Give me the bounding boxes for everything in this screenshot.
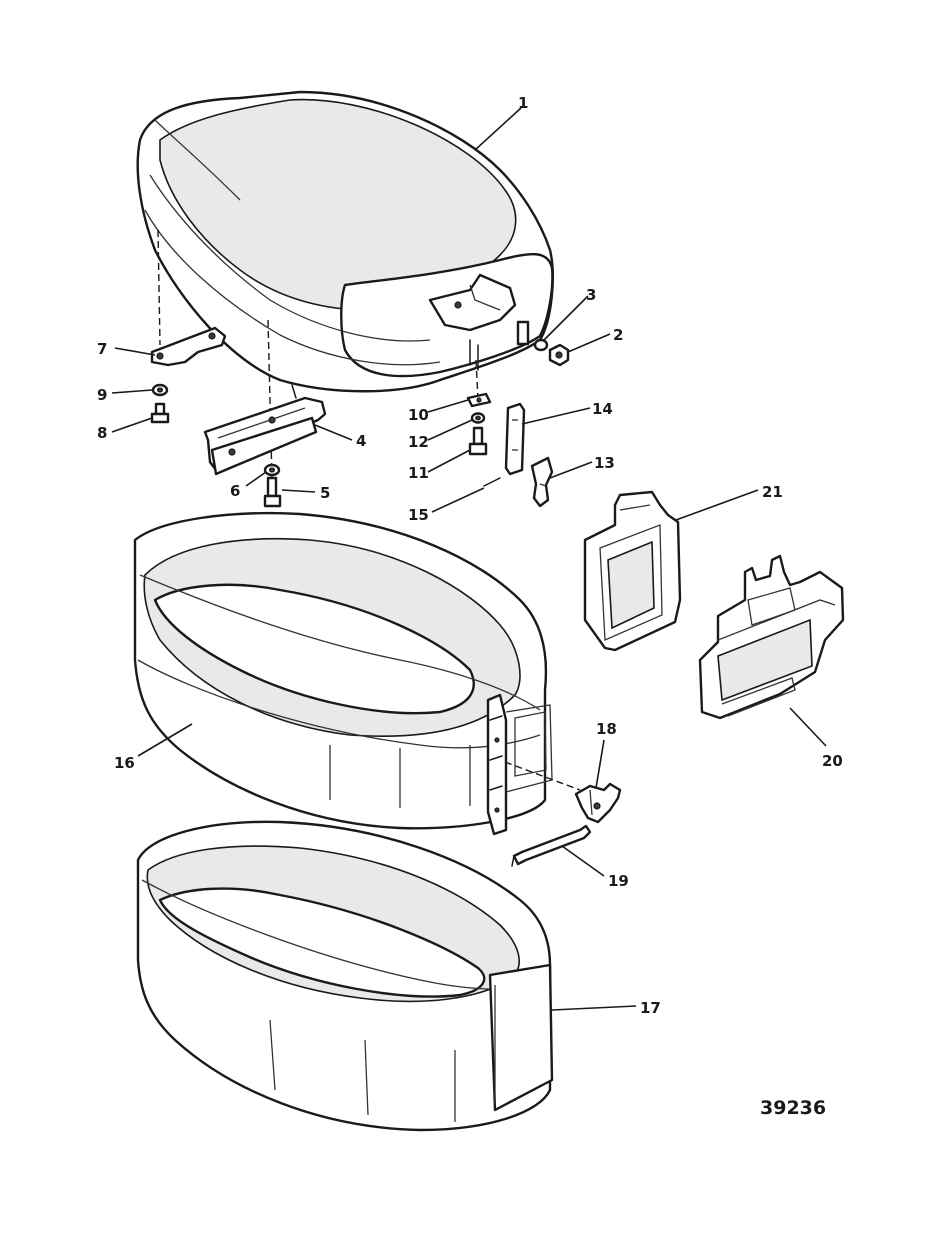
leader-21 bbox=[675, 489, 759, 521]
screw-5 bbox=[263, 476, 282, 508]
washer-6 bbox=[263, 463, 281, 477]
leader-20 bbox=[789, 707, 827, 747]
bracket-7 bbox=[150, 326, 227, 367]
leader-11 bbox=[427, 449, 471, 473]
leader-13 bbox=[549, 461, 593, 479]
callout-6: 6 bbox=[230, 482, 240, 500]
leader-7 bbox=[114, 347, 156, 356]
leader-8 bbox=[111, 417, 153, 433]
lower-chaps-17 bbox=[136, 820, 554, 1132]
callout-15: 15 bbox=[408, 506, 429, 524]
callout-8: 8 bbox=[97, 424, 107, 442]
leader-15 bbox=[431, 487, 485, 513]
callout-10: 10 bbox=[408, 406, 429, 424]
upper-chaps-16 bbox=[133, 511, 553, 836]
callout-11: 11 bbox=[408, 464, 429, 482]
pin-19 bbox=[511, 824, 592, 867]
washer-12 bbox=[470, 412, 486, 424]
pin-15 bbox=[483, 477, 501, 487]
leader-1 bbox=[474, 107, 522, 151]
screw-8 bbox=[150, 402, 170, 424]
leader-lines bbox=[111, 107, 827, 1011]
leader-2 bbox=[567, 333, 611, 353]
leader-3 bbox=[543, 295, 589, 341]
callout-16: 16 bbox=[114, 754, 135, 772]
callout-19: 19 bbox=[608, 872, 629, 890]
latch-rod-14 bbox=[504, 402, 526, 476]
latch-lever-13 bbox=[530, 456, 554, 508]
leader-16 bbox=[137, 723, 193, 757]
leader-10 bbox=[427, 399, 469, 413]
washer-3 bbox=[533, 338, 549, 352]
nut-2 bbox=[548, 343, 570, 367]
washer-9 bbox=[151, 383, 169, 397]
hinge-bracket-4 bbox=[203, 384, 327, 476]
callout-4: 4 bbox=[356, 432, 366, 450]
callout-13: 13 bbox=[594, 454, 615, 472]
callout-18: 18 bbox=[596, 720, 617, 738]
leader-12 bbox=[427, 419, 473, 441]
leader-5 bbox=[281, 489, 316, 493]
plate-10 bbox=[466, 392, 492, 408]
callout-1: 1 bbox=[518, 94, 528, 112]
gasket-frame-21 bbox=[583, 490, 682, 652]
top-cowl bbox=[136, 90, 554, 393]
callout-2: 2 bbox=[613, 326, 623, 344]
callout-9: 9 bbox=[97, 386, 107, 404]
leader-14 bbox=[521, 407, 591, 425]
handle-cover-20 bbox=[698, 554, 845, 720]
callout-21: 21 bbox=[762, 483, 783, 501]
leader-9 bbox=[111, 389, 153, 394]
leader-19 bbox=[561, 845, 605, 877]
leader-17 bbox=[551, 1005, 637, 1011]
callout-20: 20 bbox=[822, 752, 843, 770]
leader-4 bbox=[314, 424, 353, 441]
callout-14: 14 bbox=[592, 400, 613, 418]
callout-5: 5 bbox=[320, 484, 330, 502]
leader-18 bbox=[595, 739, 605, 789]
callout-12: 12 bbox=[408, 433, 429, 451]
latch-clip-18 bbox=[574, 782, 622, 824]
screw-11 bbox=[468, 426, 488, 456]
callout-17: 17 bbox=[640, 999, 661, 1017]
callout-3: 3 bbox=[586, 286, 596, 304]
leader-6 bbox=[245, 471, 267, 487]
callout-labels: 1 2 3 4 5 6 7 8 9 10 11 12 13 14 15 16 1… bbox=[97, 94, 843, 1017]
document-number: 39236 bbox=[760, 1097, 826, 1119]
callout-7: 7 bbox=[97, 340, 107, 358]
